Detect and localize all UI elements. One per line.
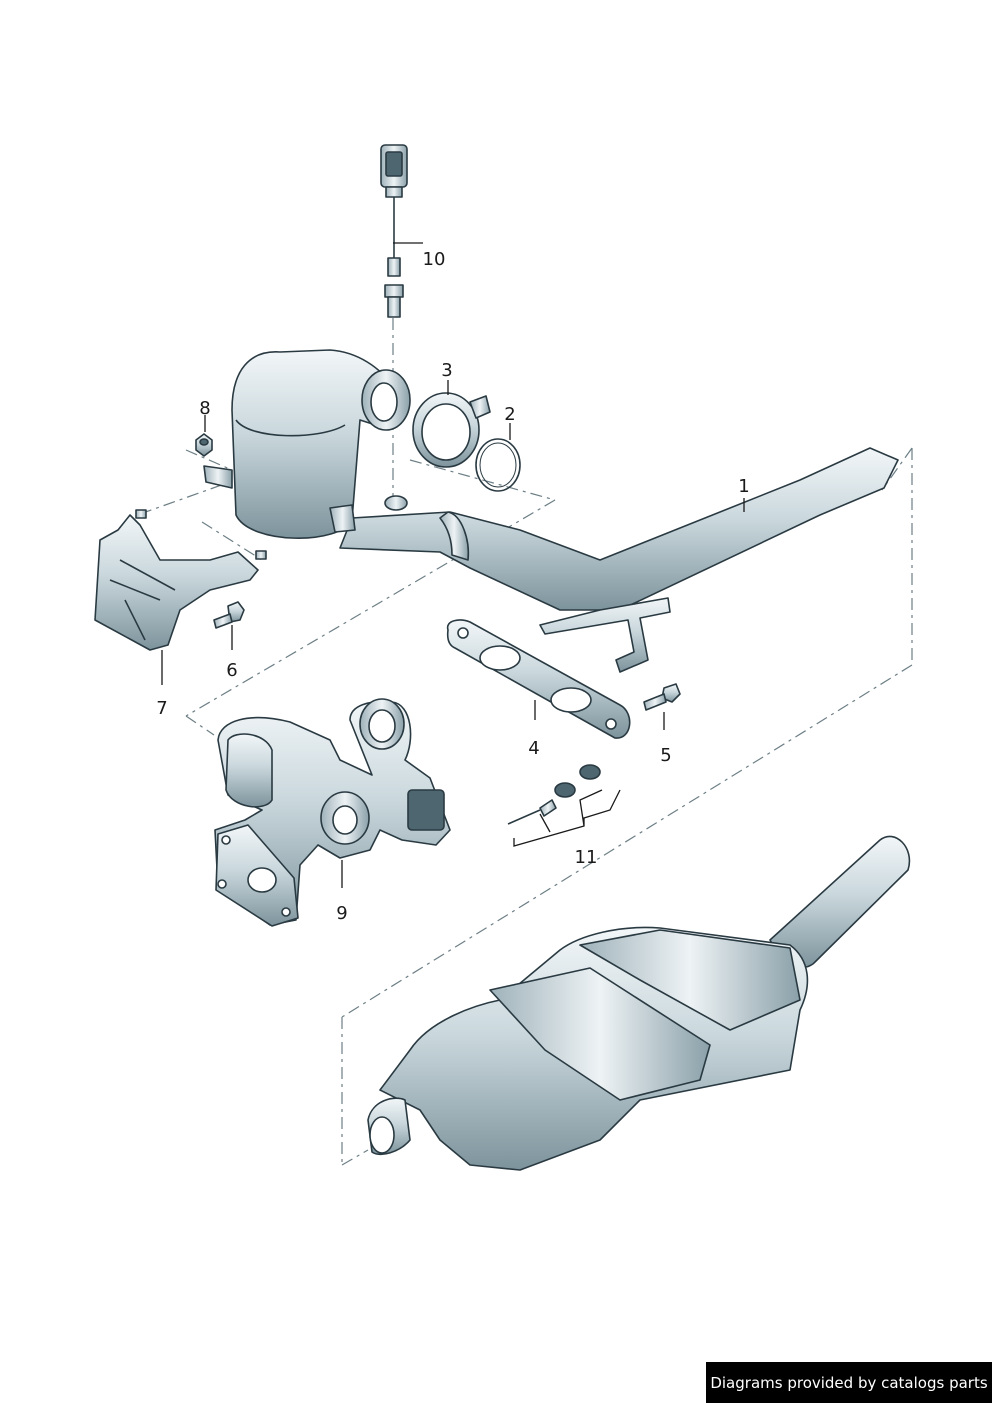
oxygen-sensor (380, 144, 408, 318)
callout-10: 10 (423, 249, 446, 270)
leader-lines (161, 242, 745, 888)
callout-11: 11 (575, 847, 598, 868)
gasket-ring (475, 438, 521, 492)
callout-3: 3 (441, 360, 452, 381)
callout-5: 5 (660, 745, 671, 766)
rear-muffler (367, 835, 911, 1171)
callout-9: 9 (336, 903, 347, 924)
callout-4: 4 (528, 738, 539, 759)
callout-8: 8 (199, 398, 210, 419)
callout-7: 7 (156, 698, 167, 719)
turbocharger (214, 698, 451, 927)
bolt-6 (213, 601, 245, 629)
credit-text: Diagrams provided by catalogs parts (710, 1373, 988, 1392)
credit-banner: Diagrams provided by catalogs parts (706, 1362, 992, 1403)
callout-1: 1 (738, 476, 749, 497)
fastener-set (507, 764, 601, 825)
flange-gasket (446, 619, 631, 739)
clamp-ring (412, 392, 491, 468)
exhaust-pipe-catalytic-converter (203, 349, 899, 673)
assembly-guide-lines (139, 318, 913, 1166)
bolt-5 (643, 683, 681, 711)
nut (195, 433, 213, 457)
callout-6: 6 (226, 660, 237, 681)
bracket (94, 509, 267, 651)
callout-labels: 1 2 3 4 5 6 7 8 9 10 11 (156, 249, 749, 924)
callout-2: 2 (504, 404, 515, 425)
